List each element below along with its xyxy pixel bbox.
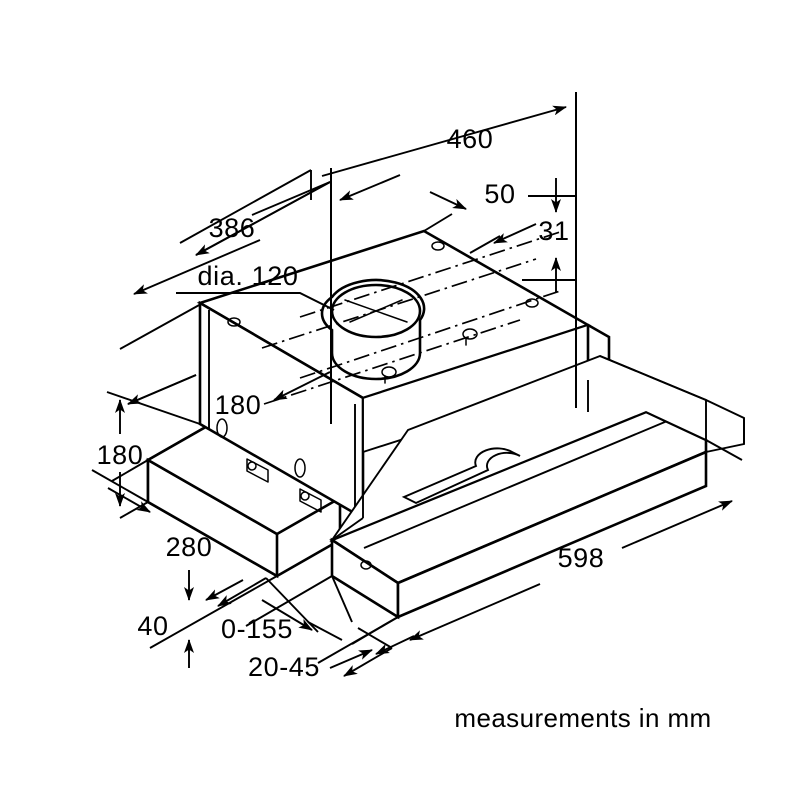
dimline-50-right	[493, 223, 537, 244]
duct-outlet-collar	[320, 278, 426, 381]
label-180-height: 180	[97, 440, 144, 470]
dimline-280-lower	[205, 579, 244, 601]
hood-geometry	[145, 229, 745, 620]
dimline-386-seg	[251, 181, 331, 216]
centerline-mid	[299, 290, 561, 379]
centerline-upper	[299, 231, 561, 318]
dimline-386-lower-left	[133, 239, 261, 295]
drawer-handle-groove	[401, 447, 521, 505]
dia-120-leader	[176, 292, 335, 311]
mount-bracket-b	[299, 488, 322, 513]
mount-bracket-a	[246, 458, 269, 483]
label-280: 280	[166, 532, 213, 562]
mount-bracket-b-hole	[300, 491, 310, 501]
dimline-598-left	[409, 583, 541, 641]
dimline-598-right	[621, 500, 733, 549]
ext-180-top	[106, 391, 201, 425]
dimline-386-right-arrow	[339, 174, 401, 201]
panel-slot-a	[216, 418, 228, 438]
top-fixing-holes	[227, 241, 539, 384]
dimline-280-upper	[107, 487, 151, 513]
dimline-180-depth-right	[273, 371, 331, 401]
centerline-upper-b	[261, 258, 537, 349]
fixing-hole-c	[462, 328, 478, 340]
label-40: 40	[137, 611, 168, 641]
dimline-drawer-thk-left	[375, 635, 415, 655]
panel-slot-b	[294, 458, 306, 478]
label-598: 598	[558, 543, 605, 573]
dimline-drawer-thk-right	[329, 649, 373, 669]
dimension-lines	[107, 105, 733, 677]
dia-120-leader-line	[176, 292, 335, 311]
units-note: measurements in mm	[454, 703, 711, 733]
ext-280-b	[149, 575, 278, 649]
riser-top-edge	[587, 323, 611, 360]
drawer-upper-plate-right-edge	[599, 355, 707, 401]
drawer-channel-edge-b	[363, 418, 673, 549]
ext-40-a	[111, 459, 149, 482]
dimline-0155-left	[217, 577, 267, 607]
dimline-460	[321, 105, 567, 177]
label-386: 386	[209, 213, 256, 243]
fixing-hole-b	[525, 298, 539, 308]
label-460: 460	[447, 124, 494, 154]
top-face-centerlines	[261, 231, 561, 405]
fixing-hole-e	[227, 317, 241, 327]
pullout-drawer	[329, 354, 745, 620]
dimline-180-depth-left	[127, 374, 197, 405]
drawer-latch-hole	[360, 560, 372, 570]
fixing-hole-d	[381, 366, 397, 378]
ext-598-right	[705, 439, 743, 461]
label-0-155: 0-155	[221, 614, 293, 644]
fixing-hole-a	[431, 241, 445, 251]
label-180-depth: 180	[215, 390, 262, 420]
ext-598-left	[331, 575, 353, 623]
drawer-front-face	[396, 450, 708, 619]
ext-50-a	[423, 213, 453, 232]
ext-386-upper	[179, 169, 312, 244]
ext-386-lower	[119, 303, 202, 350]
dimline-2045-lead	[307, 621, 343, 641]
dimension-labels: 460 386 dia. 120 50 31 180 180 280 40 0-…	[97, 124, 605, 682]
dimline-0155-right	[261, 599, 313, 631]
label-31: 31	[538, 216, 569, 246]
label-20-45: 20-45	[248, 652, 320, 682]
mount-bracket-a-hole	[247, 461, 257, 471]
dimline-50-left	[429, 191, 467, 210]
label-50: 50	[484, 179, 515, 209]
left-end-panel-detail	[208, 310, 356, 518]
ext-2045-a	[351, 616, 399, 645]
dimline-386-body	[195, 181, 331, 256]
body-to-drawer-edge	[331, 517, 364, 541]
label-dia-120: dia. 120	[198, 261, 299, 291]
